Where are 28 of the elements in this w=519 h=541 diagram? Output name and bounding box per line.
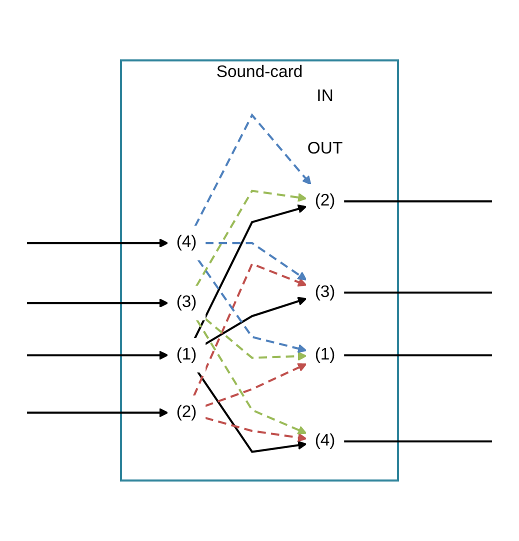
node-text: (1) [314,346,336,364]
arrow [194,113,312,227]
arrow [204,416,307,442]
node-text: IN [316,88,334,106]
node-text: (4) [314,432,336,450]
node-text: (2) [314,192,336,210]
arrow [27,298,168,308]
connector [344,200,492,202]
connector [344,440,492,442]
node-text: OUT [307,140,343,158]
node-text: (3) [314,283,336,302]
arrow [194,204,307,340]
arrow [205,242,307,280]
connector [344,354,492,356]
arrow [204,363,307,408]
arrow [195,190,307,287]
arrow [197,259,307,354]
node-text: (4) [176,234,197,252]
arrow [196,319,307,434]
node-text: (2) [176,403,197,422]
connector [344,292,492,294]
arrow [197,371,307,453]
arrow [27,408,168,418]
arrow [27,350,168,360]
arrow [192,262,307,396]
arrow [27,238,168,248]
arrow [204,318,307,361]
arrow [204,296,307,346]
